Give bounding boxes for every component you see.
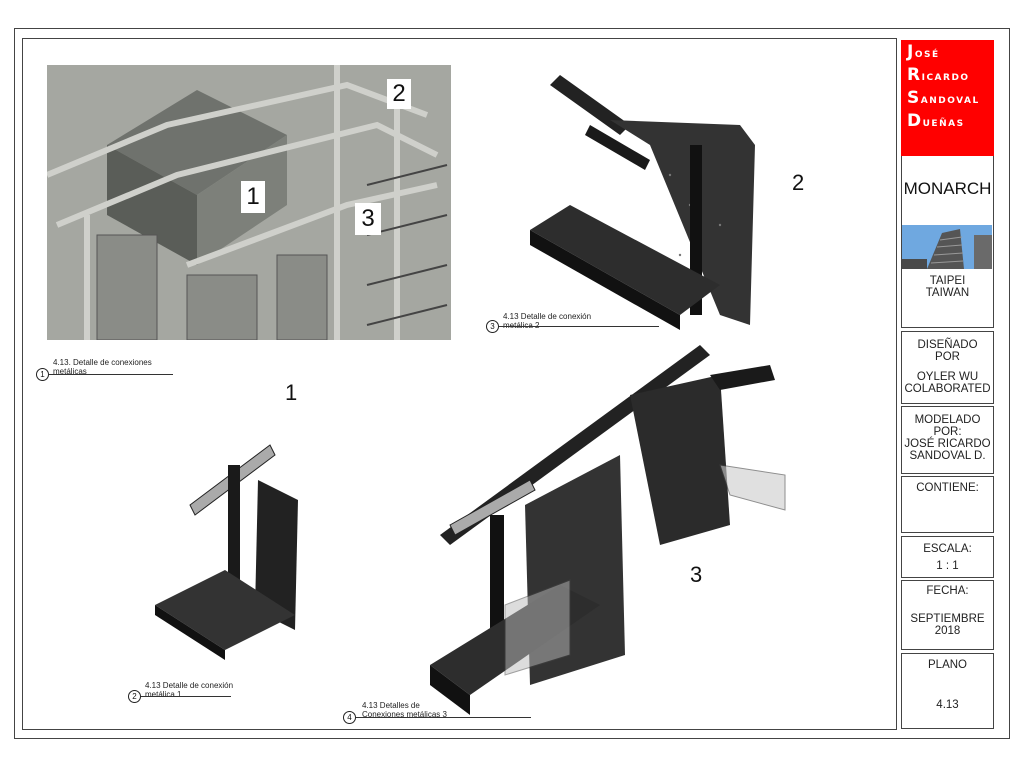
photo-tag-3: 3 [355,203,381,235]
modeled-label-2: POR: [933,426,962,438]
location-line-1: TAIPEI [929,275,966,287]
view-title-1-line-2: metálicas [53,367,87,376]
drawing-area-border [22,38,897,730]
detail-render-1 [155,444,298,660]
date-value-1: SEPTIEMBRE [910,613,985,625]
view-title-2: 4.13 Detalle de conexión metálica 1 [145,681,233,699]
date-cell: FECHA: SEPTIEMBRE 2018 [901,580,994,650]
view-title-3: 4.13 Detalle de conexión metálica 2 [503,312,591,330]
view-underline-2 [141,696,231,698]
author-line-1: JOSÉ [907,42,940,62]
detail-render-3 [430,345,786,715]
modeled-value-2: SANDOVAL D. [909,450,986,462]
sheet-number: 4.13 [936,699,959,711]
date-label: FECHA: [926,585,969,597]
view-title-1-line-1: 4.13. Detalle de conexiones [53,358,152,367]
contains-cell: CONTIENE: [901,476,994,533]
sheet-outer-border [14,28,1010,739]
location-line-2: TAIWAN [925,287,970,299]
view-underline-3 [499,326,659,328]
view-title-2-line-2: metálica 1 [145,690,182,699]
view-title-4: 4.13 Detalles de Conexiones metálicas 3 [362,701,447,719]
modeled-by-cell: MODELADO POR: JOSÉ RICARDO SANDOVAL D. [901,406,994,474]
view-underline-1 [49,374,173,376]
view-title-1: 4.13. Detalle de conexiones metálicas [53,358,152,376]
view-number-2: 2 [128,690,141,703]
scale-label: ESCALA: [923,543,972,555]
sheet-label: PLANO [928,659,967,671]
photo-tag-2: 2 [387,79,411,109]
view-number-3: 3 [486,320,499,333]
overview-render: 1 2 3 [47,65,451,340]
author-line-3: SANDOVAL [907,88,980,108]
detail-label-1: 1 [285,380,298,405]
designed-label-1: DISEÑADO [917,339,978,351]
project-name: MONARCH [903,179,992,198]
designed-by-cell: DISEÑADO POR OYLER WU COLABORATED [901,331,994,404]
modeled-label-1: MODELADO [914,414,981,426]
view-underline-4 [356,717,531,719]
author-logo: JOSÉ RICARDO SANDOVAL DUEÑAS [901,40,994,156]
project-cell: MONARCH TAIPEI TAIWAN [901,156,994,328]
scale-cell: ESCALA: 1 : 1 [901,536,994,578]
detail-label-3: 3 [690,562,703,587]
project-photo [902,225,992,269]
view-title-4-line-1: 4.13 Detalles de [362,701,420,710]
view-title-3-line-1: 4.13 Detalle de conexión [503,312,592,321]
date-value-2: 2018 [934,625,961,637]
contains-label: CONTIENE: [916,482,979,494]
modeled-value-1: JOSÉ RICARDO [904,438,991,450]
scale-value: 1 : 1 [936,560,959,572]
view-number-1: 1 [36,368,49,381]
author-line-4: DUEÑAS [907,111,965,131]
view-number-4: 4 [343,711,356,724]
detail-label-2: 2 [792,170,805,195]
designed-value-2: COLABORATED [904,383,991,395]
view-title-4-line-2: Conexiones metálicas 3 [362,710,447,719]
photo-tag-1: 1 [241,181,265,213]
detail-render-2 [530,75,755,330]
designed-value-1: OYLER WU [916,371,979,383]
view-title-2-line-1: 4.13 Detalle de conexión [145,681,234,690]
view-title-3-line-2: metálica 2 [503,321,591,330]
sheet-cell: PLANO 4.13 [901,653,994,729]
designed-label-2: POR [935,351,960,363]
author-line-2: RICARDO [907,65,970,85]
